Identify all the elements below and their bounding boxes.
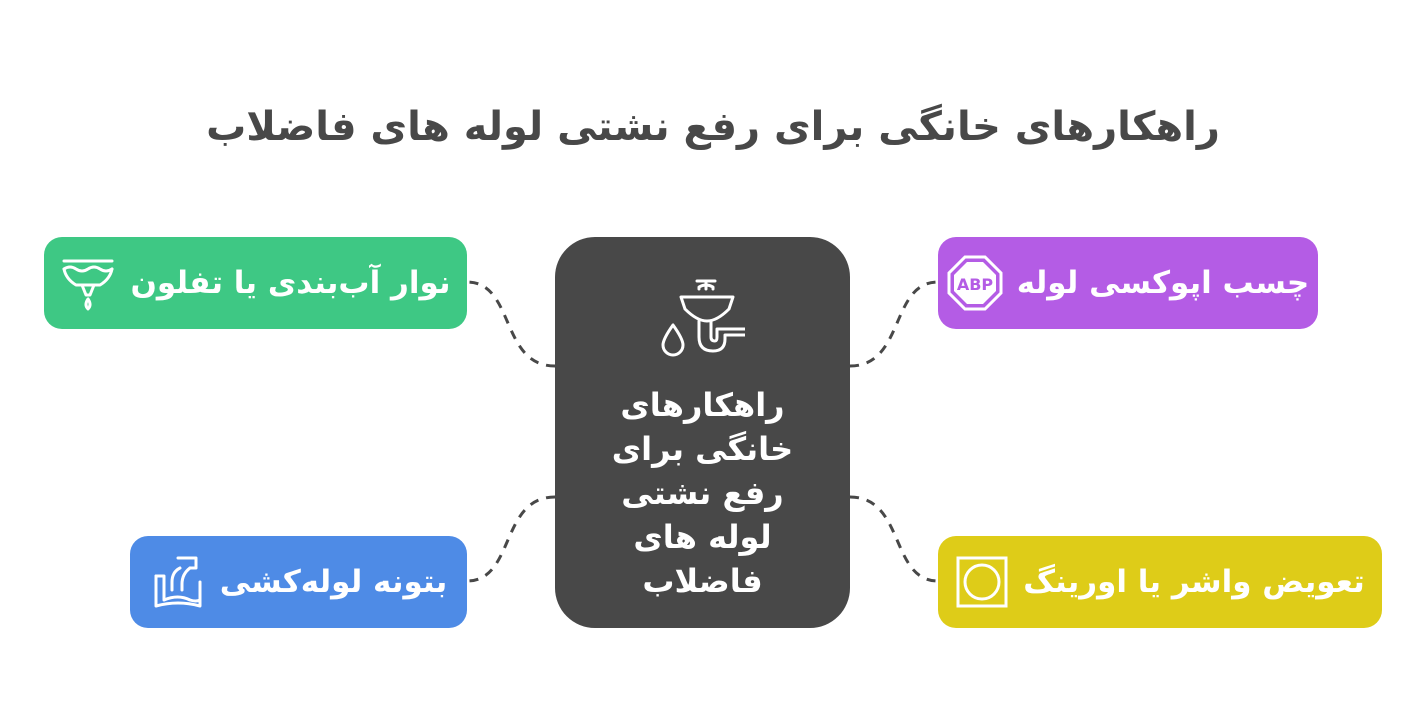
sink-pipe-icon (661, 279, 745, 357)
node-putty-label: بتونه لوله‌کشی (219, 564, 448, 600)
connector-epoxy (849, 280, 939, 368)
center-line: رفع نشتی (621, 474, 784, 512)
center-line: راهکارهای (620, 386, 785, 424)
node-tape-label: نوار آب‌بندی یا تفلون (130, 265, 451, 301)
node-plumbing-putty: بتونه لوله‌کشی (130, 536, 467, 628)
node-sealing-tape: نوار آب‌بندی یا تفلون (44, 237, 467, 329)
center-topic-text: راهکارهای خانگی برای رفع نشتی لوله های ف… (575, 383, 830, 603)
connector-washer (849, 495, 939, 583)
connector-putty (466, 495, 556, 583)
connector-tape (466, 280, 556, 368)
node-epoxy-label: چسب اپوکسی لوله (1016, 265, 1310, 301)
abp-badge-icon: ABP (947, 255, 1003, 311)
center-line: خانگی برای (611, 430, 794, 468)
node-washer-label: تعویض واشر یا اورینگ (1023, 564, 1365, 600)
leak-tape-icon (62, 259, 114, 311)
node-washer-oring: تعویض واشر یا اورینگ (938, 536, 1382, 628)
center-line: لوله های (633, 518, 772, 556)
center-line: فاضلاب (642, 562, 763, 600)
node-epoxy-glue: چسب اپوکسی لوله ABP (938, 237, 1318, 329)
svg-text:ABP: ABP (957, 275, 994, 294)
diagram-title: راهکارهای خانگی برای رفع نشتی لوله های ف… (206, 104, 1220, 150)
center-topic-box: راهکارهای خانگی برای رفع نشتی لوله های ف… (555, 237, 850, 628)
pipe-putty-icon (154, 556, 202, 608)
o-ring-icon (956, 556, 1008, 608)
